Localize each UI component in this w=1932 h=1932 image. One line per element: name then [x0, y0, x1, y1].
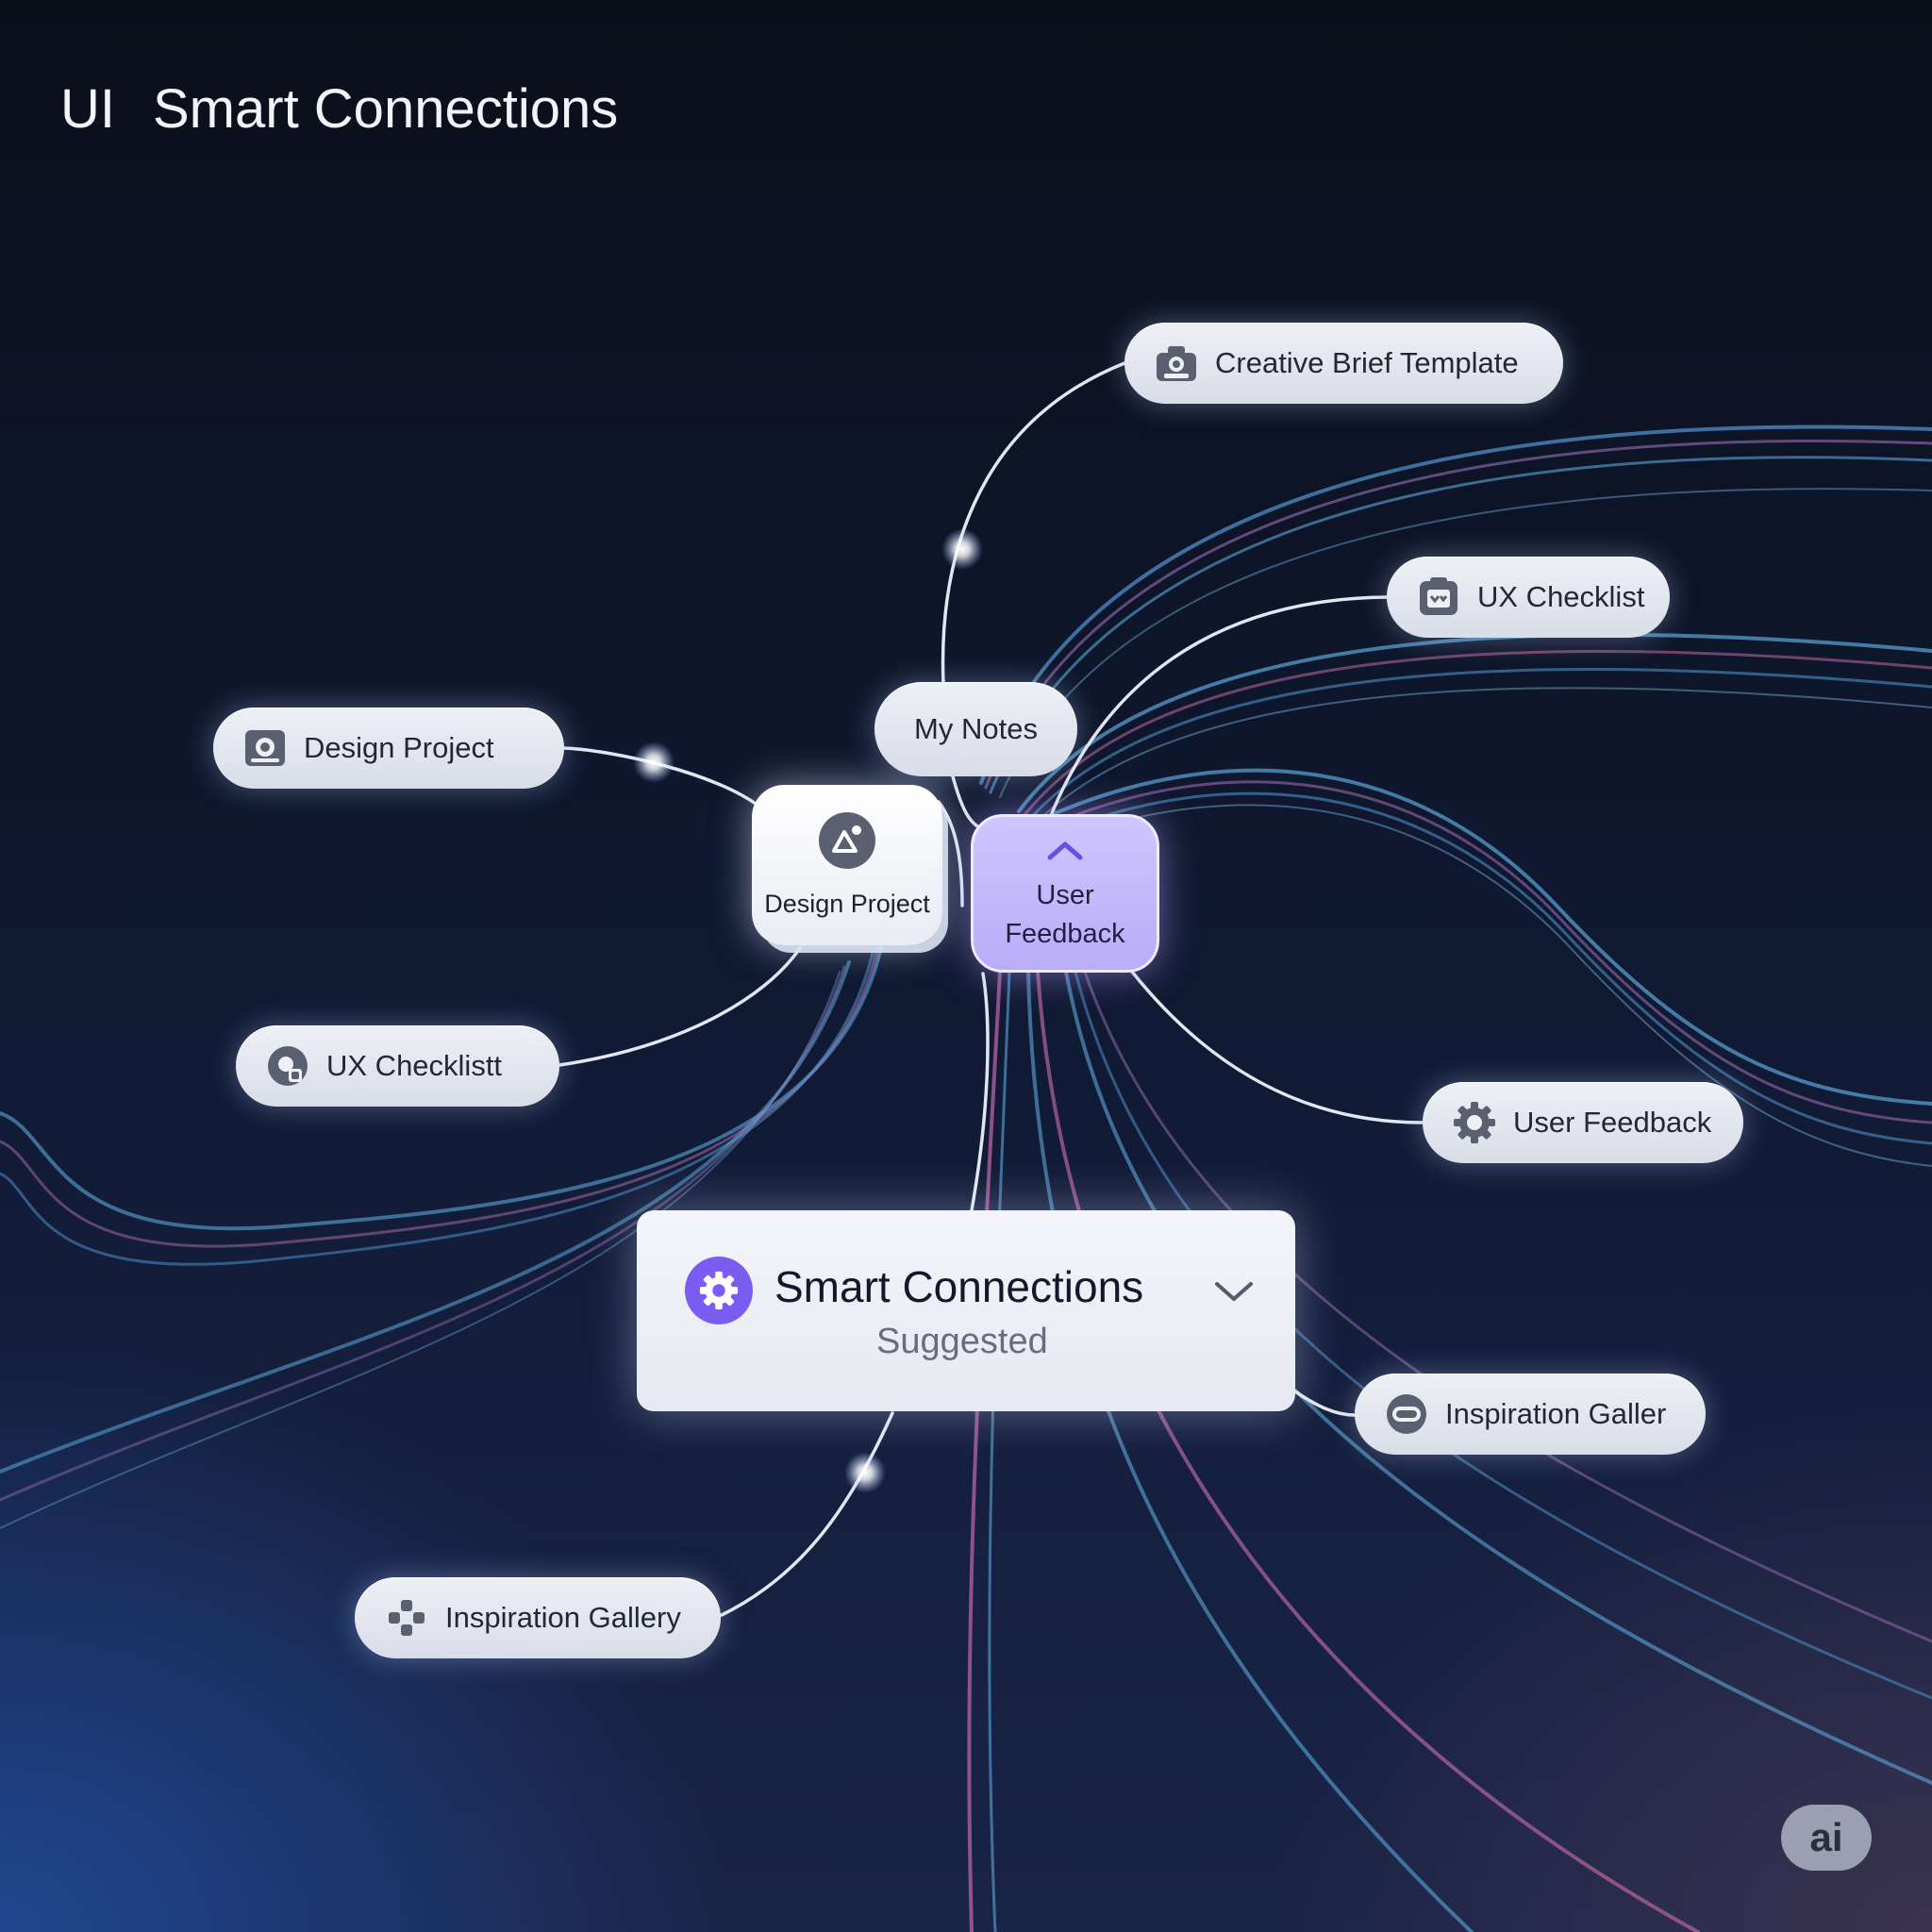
panel-subtitle: Suggested	[876, 1322, 1048, 1361]
link-user-feedback-right	[1130, 970, 1424, 1124]
glow-dot	[941, 528, 983, 570]
flow-line	[988, 970, 1011, 1932]
flow-line	[1032, 687, 1932, 826]
search-puzzle-icon	[266, 1044, 309, 1088]
checklist-box-icon	[1417, 575, 1460, 619]
chevron-down-icon[interactable]	[1206, 1263, 1262, 1320]
camera-badge-icon	[1155, 341, 1198, 385]
link-ux-checklist-left	[558, 946, 802, 1067]
ai-badge: ai	[1781, 1805, 1872, 1871]
node-my-notes[interactable]: My Notes	[874, 682, 1077, 776]
flow-line	[1045, 791, 1932, 1145]
glow-dot	[633, 741, 675, 783]
link-icon	[1385, 1392, 1428, 1436]
node-creative-brief-template[interactable]: Creative Brief Template	[1124, 323, 1563, 404]
flow-line	[1036, 970, 1700, 1932]
node-label: Design Project	[304, 731, 494, 764]
flow-line	[1022, 649, 1932, 818]
link-cards	[937, 800, 964, 908]
link-inspiration-gallery	[720, 1411, 894, 1617]
card-label-line1: User	[1036, 879, 1094, 910]
flow-line	[0, 946, 879, 1248]
gear-icon	[685, 1257, 753, 1324]
link-creative-brief	[941, 361, 1126, 686]
node-label: UX Checklistt	[326, 1049, 503, 1082]
node-ux-checklistt[interactable]: UX Checklistt	[236, 1025, 559, 1107]
flow-line	[1051, 804, 1932, 1167]
flow-line	[1026, 970, 1474, 1932]
node-label: My Notes	[914, 712, 1038, 745]
flow-line	[0, 941, 884, 1231]
gear-frame-icon	[243, 726, 287, 770]
node-label: Creative Brief Template	[1215, 346, 1519, 379]
card-label-line2: Feedback	[1005, 918, 1125, 949]
card-label: Design Project	[764, 890, 930, 918]
flow-line	[1036, 768, 1932, 1106]
smart-connections-panel[interactable]: Smart Connections Suggested	[637, 1210, 1295, 1411]
node-user-feedback[interactable]: User Feedback	[1423, 1082, 1743, 1163]
brand-label: UI	[60, 78, 115, 140]
panel-title: Smart Connections	[774, 1262, 1144, 1311]
flow-line	[0, 951, 874, 1266]
flow-line	[1064, 970, 1932, 1785]
flow-line	[1017, 632, 1932, 813]
node-inspiration-galler[interactable]: Inspiration Galler	[1355, 1374, 1706, 1455]
node-ux-checklist[interactable]: UX Checklist	[1387, 557, 1670, 638]
link-panel	[970, 972, 990, 1212]
design-project-card[interactable]: Design Project	[752, 785, 942, 945]
flow-line	[0, 971, 841, 1529]
flow-line	[0, 965, 846, 1502]
nodes-icon	[385, 1596, 428, 1640]
node-inspiration-gallery[interactable]: Inspiration Gallery	[355, 1577, 721, 1658]
node-label: Inspiration Galler	[1445, 1397, 1667, 1430]
node-label: UX Checklist	[1477, 580, 1645, 613]
flow-line	[1026, 668, 1932, 823]
flow-line	[1083, 970, 1932, 1643]
chevron-up-icon	[1044, 834, 1086, 873]
image-icon	[818, 811, 876, 876]
link-inspiration-galler	[1293, 1390, 1357, 1417]
node-design-project[interactable]: Design Project	[213, 708, 564, 789]
user-feedback-card[interactable]: User Feedback	[971, 814, 1159, 973]
app-header: UI Smart Connections	[60, 77, 618, 141]
gear-icon	[1453, 1101, 1496, 1144]
page-title: Smart Connections	[153, 78, 619, 140]
flow-line	[1041, 780, 1932, 1124]
node-label: Inspiration Gallery	[445, 1601, 681, 1634]
node-label: User Feedback	[1513, 1106, 1712, 1139]
flow-line	[967, 970, 1002, 1932]
link-ux-checklist-right	[1050, 595, 1389, 815]
flow-line	[0, 960, 851, 1474]
glow-dot	[844, 1452, 886, 1493]
